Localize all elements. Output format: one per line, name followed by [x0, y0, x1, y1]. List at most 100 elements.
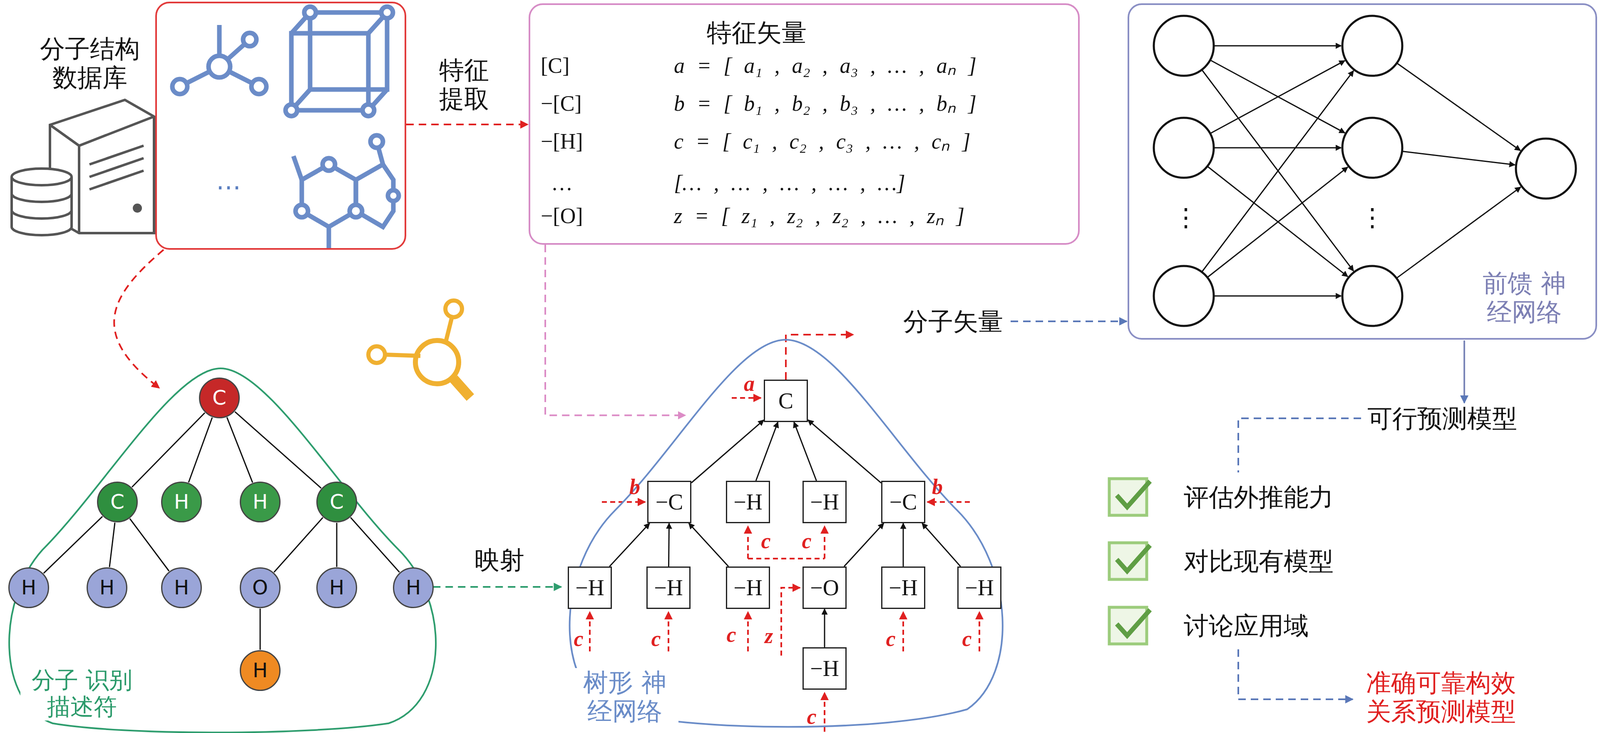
node-text: −H — [733, 574, 763, 601]
input-symbol: c — [760, 528, 771, 554]
node-text: C — [110, 490, 125, 514]
atom-circle: H — [239, 650, 281, 691]
connector — [131, 412, 205, 488]
connector-line — [131, 412, 205, 488]
connector-line — [545, 244, 686, 416]
connector-line — [109, 522, 115, 568]
connector-line — [902, 523, 905, 567]
connector — [406, 124, 528, 125]
connector — [432, 586, 562, 588]
molecule-icons — [172, 6, 399, 250]
input-symbol: b — [931, 474, 943, 500]
connector-line — [691, 419, 764, 483]
connector-line — [794, 422, 817, 481]
connector — [903, 523, 904, 567]
network-link — [1207, 166, 1348, 278]
node-text: H — [173, 576, 189, 599]
node-text: −H — [653, 574, 683, 601]
node-text: −H — [809, 655, 839, 682]
node-text: −H — [733, 489, 763, 515]
connector-line — [824, 608, 826, 648]
neuron — [1342, 15, 1403, 76]
network-link — [1213, 295, 1342, 297]
node-text: C — [778, 387, 794, 414]
input-symbol: c — [801, 528, 812, 554]
connector — [350, 517, 400, 572]
node-text: a = [ a₁ , a₂ , a₃ , … , aₙ ] — [673, 53, 977, 79]
network-link — [1401, 151, 1515, 165]
connector — [609, 523, 650, 567]
edge-label: 分子矢量 — [903, 307, 1004, 336]
region-outline — [1, 366, 440, 729]
network-link — [1213, 45, 1342, 47]
node-text: H — [252, 658, 268, 682]
node-text: −C — [655, 489, 684, 515]
node-text: C — [329, 490, 344, 514]
connector-line — [688, 523, 729, 567]
annotation-text: 准确可靠构效 关系预测模型 — [1362, 668, 1520, 726]
tree-node-box: −C — [647, 480, 692, 524]
region-outline — [559, 336, 1011, 730]
node-text: −H — [809, 489, 839, 515]
connector-line — [43, 516, 103, 574]
connector-line — [785, 334, 854, 380]
node-text: … — [216, 166, 241, 196]
connector-line — [807, 419, 882, 484]
connector — [234, 411, 321, 489]
annotation-text: 评估外推能力 — [1183, 482, 1334, 512]
connector — [668, 523, 670, 567]
connector — [114, 249, 164, 388]
connector-line — [406, 123, 528, 126]
atom-circle: H — [392, 567, 434, 609]
node-text: b = [ b₁ , b₂ , b₃ , … , bₙ ] — [673, 91, 977, 117]
atom-circle: H — [161, 567, 202, 609]
atom-circle: C — [96, 481, 138, 523]
connector — [921, 523, 961, 567]
feature-vector-box: 特征矢量[C]a = [ a₁ , a₂ , a₃ , … , aₙ ]−[C]… — [528, 3, 1080, 245]
atom-circle: O — [239, 567, 281, 609]
neuron — [1342, 117, 1403, 178]
connector — [545, 244, 686, 416]
connector — [188, 417, 213, 483]
connector-line — [114, 249, 164, 388]
tree-node-box: −C — [881, 480, 926, 524]
node-text: 特征矢量 — [706, 18, 807, 48]
input-symbol: c — [573, 626, 584, 652]
connector-line — [921, 523, 961, 567]
node-text: z = [ z₁ , z₂ , z₂ , … , zₙ ] — [673, 203, 965, 229]
node-text: H — [252, 490, 268, 514]
connector-line — [755, 422, 778, 481]
connector — [109, 522, 115, 568]
input-symbol: c — [961, 626, 972, 652]
node-text: C — [212, 386, 227, 410]
network-strokes — [1153, 15, 1576, 326]
descriptor-region: 分子 识别描述符CCHHCHHHOHHH — [1, 366, 440, 729]
edge-label: 特征 提取 — [435, 55, 493, 114]
network-link — [1213, 147, 1342, 149]
connector-line — [1010, 320, 1127, 323]
connector — [691, 419, 764, 483]
tree-network-region: 树形 神经网络C−C−H−H−C−H−H−H−O−H−H−H — [559, 336, 1011, 730]
tree-node-box: C — [763, 379, 808, 423]
connector — [755, 422, 778, 481]
check-icons — [1109, 478, 1151, 644]
database-icon — [11, 99, 155, 236]
node-text: [C] — [540, 53, 570, 79]
connector — [688, 523, 729, 567]
node-text: H — [99, 576, 115, 599]
connector — [43, 516, 103, 574]
tree-node-box: −H — [881, 566, 926, 609]
connector-line — [273, 517, 323, 572]
edge-label: 映射 — [474, 545, 525, 575]
node-text: −H — [888, 574, 918, 601]
node-text: −H — [575, 574, 604, 601]
node-text: 前馈 神经网络 — [1470, 268, 1578, 327]
node-text: [… , … , … , … , …] — [673, 170, 906, 196]
neuron — [1342, 265, 1403, 326]
tree-node-box: −H — [802, 480, 847, 524]
node-text: 树形 神经网络 — [571, 668, 679, 726]
node-text: −[O] — [540, 203, 584, 229]
input-symbol: b — [629, 474, 641, 500]
